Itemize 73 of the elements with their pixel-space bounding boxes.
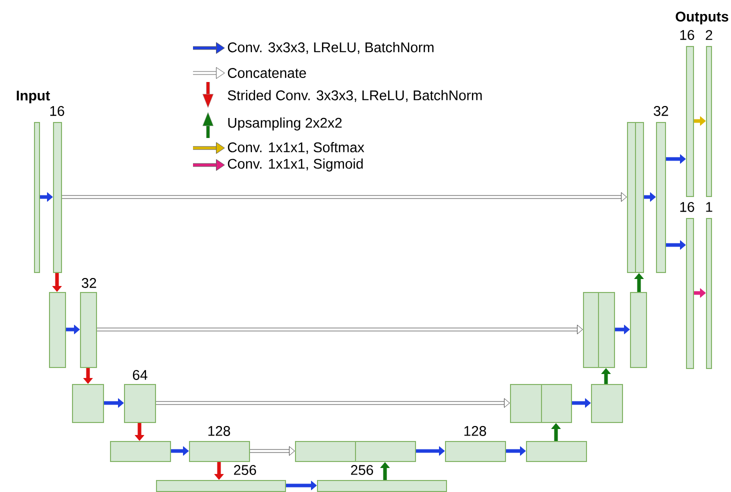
layer-block bbox=[34, 122, 40, 273]
channel-count: 2 bbox=[706, 30, 712, 40]
arrow bbox=[694, 116, 706, 126]
layer-block bbox=[541, 384, 572, 423]
layer-block bbox=[686, 46, 694, 197]
channel-count: 1 bbox=[706, 202, 712, 212]
arrow bbox=[52, 273, 62, 292]
layer-block bbox=[510, 384, 542, 423]
arrow bbox=[666, 240, 686, 250]
heading: Outputs bbox=[676, 12, 728, 24]
arrow bbox=[134, 423, 144, 441]
arrow bbox=[156, 398, 510, 408]
arrow bbox=[666, 154, 686, 164]
arrow bbox=[601, 368, 611, 384]
arrow bbox=[416, 446, 445, 456]
layer-block bbox=[526, 441, 587, 462]
arrow bbox=[634, 273, 644, 292]
layer-block bbox=[445, 441, 506, 462]
legend-text: Conv. 1x1x1, Softmax bbox=[228, 142, 364, 154]
arrow bbox=[104, 398, 124, 408]
channel-count: 256 bbox=[234, 465, 256, 475]
layer-block bbox=[295, 441, 356, 462]
layer-block bbox=[80, 292, 97, 368]
layer-block bbox=[635, 122, 644, 273]
arrow bbox=[250, 446, 295, 456]
arrow bbox=[40, 192, 53, 202]
layer-block bbox=[124, 384, 156, 423]
layer-block bbox=[656, 122, 666, 273]
channel-count: 256 bbox=[351, 465, 374, 475]
arrow bbox=[694, 288, 706, 298]
channel-count: 64 bbox=[132, 370, 148, 380]
layer-block bbox=[72, 384, 104, 423]
layer-block bbox=[706, 218, 712, 369]
layer-block bbox=[598, 292, 615, 368]
arrow bbox=[83, 368, 93, 384]
layer-block bbox=[49, 292, 66, 368]
layer-block bbox=[355, 441, 416, 462]
layer-block bbox=[156, 480, 286, 492]
arrow bbox=[286, 480, 317, 490]
layer-block bbox=[686, 218, 694, 369]
channel-count: 16 bbox=[680, 30, 694, 40]
layer-block bbox=[189, 441, 250, 462]
heading: Input bbox=[16, 90, 50, 104]
arrow bbox=[644, 192, 656, 202]
arrow bbox=[551, 423, 561, 441]
arrow bbox=[214, 462, 224, 480]
legend-text: Upsampling 2x2x2 bbox=[228, 117, 342, 131]
legend-text: Concatenate bbox=[228, 68, 306, 78]
channel-count: 16 bbox=[50, 106, 64, 116]
channel-count: 128 bbox=[208, 426, 230, 436]
arrow bbox=[62, 192, 627, 202]
layer-block bbox=[591, 384, 623, 423]
legend-text: Conv. 3x3x3, LReLU, BatchNorm bbox=[228, 42, 434, 54]
arrow bbox=[171, 446, 189, 456]
channel-count: 32 bbox=[654, 106, 668, 116]
layer-block bbox=[630, 292, 647, 368]
layer-block bbox=[706, 46, 712, 197]
layer-block bbox=[627, 122, 636, 273]
channel-count: 128 bbox=[464, 426, 486, 436]
channel-count: 16 bbox=[680, 202, 694, 212]
layer-block bbox=[53, 122, 62, 273]
arrow bbox=[97, 324, 583, 334]
arrow bbox=[615, 324, 630, 334]
layer-block bbox=[583, 292, 599, 368]
channel-count: 32 bbox=[82, 278, 96, 288]
arrow bbox=[66, 324, 80, 334]
layer-block bbox=[110, 441, 171, 462]
legend-text: Conv. 1x1x1, Sigmoid bbox=[228, 158, 363, 172]
arrow bbox=[506, 446, 526, 456]
layer-block bbox=[317, 480, 447, 492]
arrow bbox=[380, 462, 390, 480]
legend-text: Strided Conv. 3x3x3, LReLU, BatchNorm bbox=[228, 90, 482, 102]
arrow bbox=[572, 398, 591, 408]
